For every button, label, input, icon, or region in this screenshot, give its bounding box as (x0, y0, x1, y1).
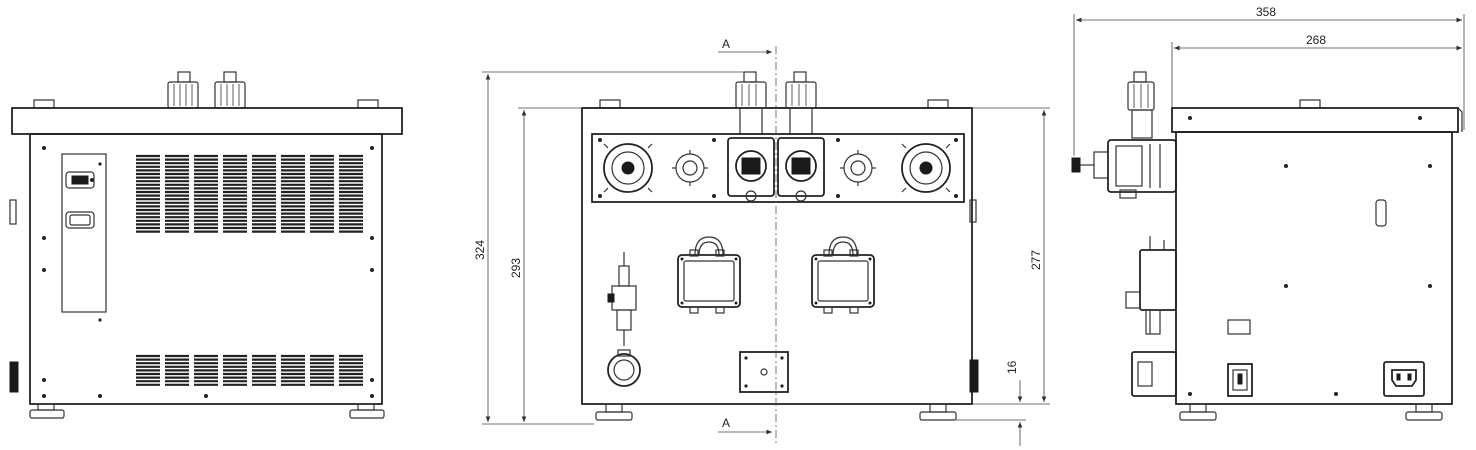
dimension-overall-height: 324 (473, 71, 752, 425)
side-label-plate (1227, 319, 1251, 335)
top-connector-left (167, 71, 199, 109)
fan-left (603, 143, 653, 193)
dimension-body-depth: 268 (1171, 33, 1462, 108)
pump-head-left (727, 137, 775, 202)
pump-head-right (777, 137, 825, 202)
section-label-bottom: A (722, 416, 730, 430)
dim-277-label: 277 (1029, 250, 1043, 270)
connector-panel (61, 153, 107, 313)
fan-right (901, 143, 951, 193)
dimension-body-height: 293 (509, 107, 582, 422)
section-label-top: A (722, 37, 730, 51)
side-view: 358 268 (1071, 5, 1465, 421)
foot-left (29, 403, 65, 419)
foot-right (349, 403, 385, 419)
section-arrow-top: A (718, 37, 772, 55)
side-sensor (1125, 236, 1177, 335)
rear-view (9, 71, 403, 419)
dim-324-label: 324 (473, 240, 487, 260)
side-body (1175, 131, 1453, 405)
side-valve (1127, 71, 1155, 139)
bottom-plate (739, 351, 789, 393)
fitting-right (840, 150, 876, 186)
valve-right (785, 71, 817, 135)
dim-358-label: 358 (1256, 5, 1276, 19)
db-connector-1 (65, 171, 95, 189)
power-switch (1227, 363, 1253, 397)
dim-16-label: 16 (1005, 360, 1019, 374)
power-inlet (1383, 361, 1425, 397)
db-connector-2 (65, 211, 95, 229)
side-pump-head (1071, 139, 1177, 199)
dimension-side-height: 277 (972, 107, 1050, 405)
sensor-assembly (607, 252, 641, 387)
dim-268-label: 268 (1306, 33, 1326, 47)
dim-293-label: 293 (509, 258, 523, 278)
valve-left (735, 71, 767, 135)
foot-front-right (919, 403, 957, 421)
foot-side-right (1405, 403, 1443, 421)
foot-front-left (595, 403, 633, 421)
upper-valve-panel (591, 133, 965, 203)
fitting-left (672, 150, 708, 186)
foot-side-left (1179, 403, 1217, 421)
junction-box-left (677, 236, 741, 314)
front-body (581, 107, 973, 405)
side-bottom-block (1131, 351, 1177, 397)
section-arrow-bottom: A (718, 416, 772, 435)
rear-body (29, 133, 383, 405)
front-view: A A 324 293 277 (473, 37, 1050, 446)
dimension-foot-height: 16 (956, 360, 1026, 446)
side-slot (1375, 199, 1387, 227)
vent-grill-upper (136, 154, 363, 233)
junction-box-right (811, 236, 875, 314)
top-connector-right (214, 71, 246, 109)
vent-grill-lower (136, 354, 363, 386)
dimension-overall-depth: 358 (1073, 5, 1465, 156)
